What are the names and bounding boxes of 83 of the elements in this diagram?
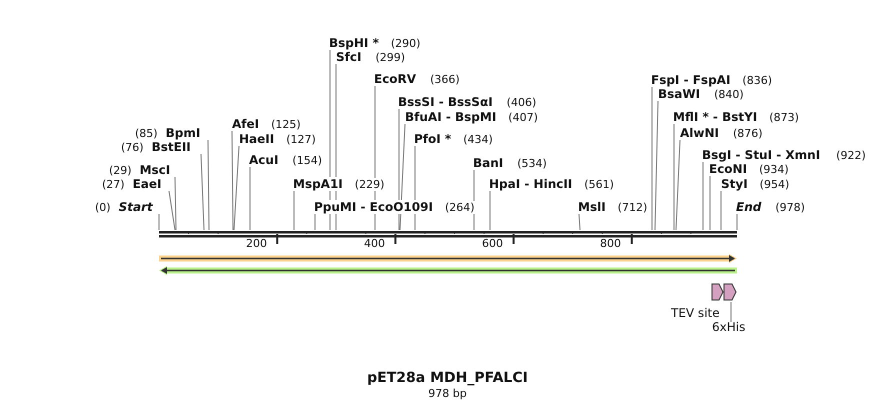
site-position: (978) [775, 200, 805, 214]
feature-annotation [712, 282, 723, 302]
enzyme-name: MslI [578, 200, 606, 214]
site-position: (873) [769, 110, 799, 124]
site-position: (407) [508, 110, 538, 124]
site-position: (229) [354, 178, 384, 190]
sequence-backbone [159, 230, 737, 238]
enzyme-name: FspI - FspAI [651, 73, 730, 87]
enzyme-name: AcuI [249, 153, 278, 167]
site-position: (29) [109, 164, 132, 176]
enzyme-name: BsaWI [658, 87, 700, 101]
feature-label: TEV site [671, 306, 720, 320]
sequence-length: 978 bp [427, 387, 468, 400]
leader-line [168, 190, 176, 230]
site-position: (154) [292, 154, 322, 166]
feature-track [159, 266, 737, 275]
feature-annotation [724, 282, 736, 302]
enzyme-name: AlwNI [680, 126, 719, 140]
leader-line [398, 108, 400, 230]
scale-label: 800 [600, 237, 621, 250]
scale-label: 400 [364, 237, 385, 250]
enzyme-name: BsgI - StuI - XmnI [702, 148, 820, 162]
site-position: (712) [618, 200, 648, 214]
enzyme-name: EcoNI [709, 162, 748, 176]
scale-label: 200 [246, 237, 267, 250]
enzyme-name: Start [118, 200, 153, 214]
leader-line [174, 176, 176, 230]
site-position: (125) [271, 118, 301, 130]
enzyme-name: BspHI * [329, 36, 379, 50]
site-position: (290) [390, 36, 420, 50]
enzyme-name: StyI [721, 177, 748, 191]
site-position: (954) [760, 178, 790, 190]
enzyme-name: End [736, 200, 762, 214]
site-position: (299) [375, 50, 406, 64]
site-position: (434) [463, 132, 493, 146]
enzyme-name: EaeI [132, 177, 162, 191]
enzyme-name: BfuAI - BspMI [405, 110, 496, 124]
leader-line [158, 214, 160, 230]
enzyme-name: MspA1I [293, 177, 343, 191]
leader-line [314, 214, 316, 230]
enzyme-name: BssSI - BssSαI [398, 95, 493, 109]
enzyme-name: BstEII [152, 140, 191, 154]
leader-line [736, 214, 738, 230]
site-position: (561) [584, 178, 614, 190]
leader-line [730, 302, 732, 322]
enzyme-name: MscI [140, 163, 170, 177]
enzyme-name: PfoI * [414, 132, 452, 146]
site-position: (264) [444, 200, 475, 214]
enzyme-name: MflI * - BstYI [673, 110, 758, 124]
site-position: (840) [714, 88, 744, 100]
leader-line [208, 140, 210, 230]
site-position: (27) [102, 178, 125, 190]
leader-line [578, 214, 580, 230]
site-position: (406) [506, 96, 536, 108]
leader-line [200, 154, 204, 230]
site-position: (85) [135, 126, 158, 140]
leader-line [676, 140, 680, 230]
enzyme-name: HaeII [239, 132, 274, 146]
enzyme-name: HpaI - HincII [489, 177, 572, 191]
map-title: pET28a MDH_PFALCI [366, 370, 529, 386]
site-position: (76) [121, 140, 144, 154]
site-position: (366) [430, 72, 460, 86]
site-position: (836) [742, 74, 772, 86]
leader-line [720, 190, 722, 230]
site-position: (534) [517, 156, 547, 170]
leader-line [702, 162, 704, 230]
enzyme-name: EcoRV [374, 72, 416, 86]
site-position: (127) [286, 132, 316, 146]
leader-line [654, 100, 658, 230]
feature-label: 6xHis [712, 320, 746, 334]
enzyme-name: SfcI [336, 50, 362, 64]
enzyme-name: BpmI [166, 126, 200, 140]
site-position: (922) [836, 148, 866, 162]
leader-line [234, 146, 240, 230]
enzyme-name: BanI [473, 156, 504, 170]
enzyme-name: PpuMI - EcoO109I [314, 200, 433, 214]
site-position: (0) [95, 200, 111, 214]
site-position: (934) [759, 162, 789, 176]
feature-track [159, 254, 737, 263]
enzyme-name: AfeI [232, 117, 260, 131]
site-position: (876) [733, 126, 763, 140]
leader-line [232, 130, 234, 230]
scale-label: 600 [482, 237, 503, 250]
